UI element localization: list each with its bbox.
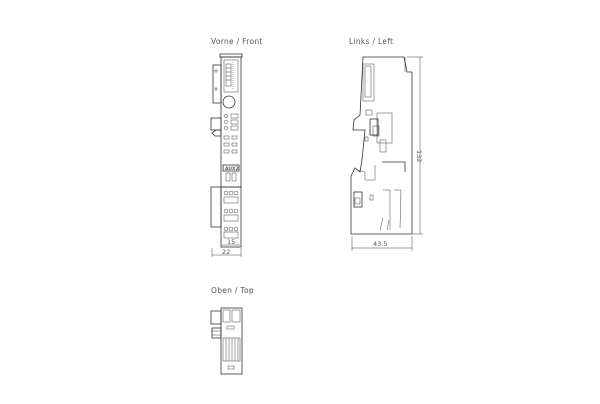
top-view-drawing — [210, 307, 243, 375]
left-view-label: Links / Left — [349, 37, 394, 46]
left-view-drawing: 132 43.5 — [350, 56, 423, 251]
left-dim-height: 132 — [415, 150, 423, 162]
front-view-label: Vorne / Front — [211, 37, 263, 46]
front-view-drawing: AUX2 15 22 — [210, 53, 243, 257]
top-view-label: Oben / Top — [211, 286, 254, 295]
front-badge-text: AUX2 — [225, 166, 239, 172]
left-dim-width: 43.5 — [373, 240, 387, 248]
front-dim-outer: 22 — [222, 248, 230, 256]
front-dim-inner: 15 — [227, 238, 235, 246]
